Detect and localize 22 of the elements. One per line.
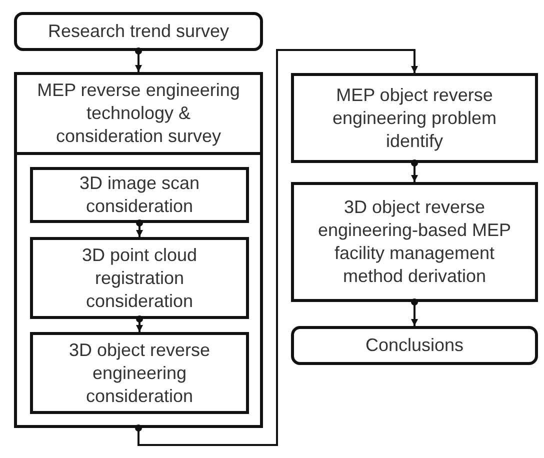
connector-arrow xyxy=(136,316,143,332)
terminal-box xyxy=(291,326,538,365)
terminal-box xyxy=(14,12,263,51)
box-label: Conclusions xyxy=(365,334,464,357)
process-box xyxy=(30,167,249,223)
process-box xyxy=(291,73,538,163)
box-label: MEP object reverse engineering problem identify xyxy=(331,84,498,152)
box-label: 3D object reverse engineering-based MEP facility management method derivation xyxy=(316,196,512,288)
connector-arrow xyxy=(135,49,418,446)
process-box xyxy=(30,237,249,319)
process-box xyxy=(291,182,538,302)
box-label: Research trend survey xyxy=(48,20,230,43)
connector-arrow xyxy=(136,220,143,237)
section-heading: MEP reverse engineering technology & consideration survey xyxy=(17,75,260,155)
box-label: 3D object reverse engineering consideration xyxy=(68,338,212,408)
connector-arrow xyxy=(411,298,418,326)
box-label: 3D image scan consideration xyxy=(78,172,201,218)
connector-arrow xyxy=(135,48,142,72)
process-box xyxy=(30,332,249,414)
connector-arrow xyxy=(411,160,418,182)
group-box xyxy=(14,72,263,428)
box-label: 3D point cloud registration consideration xyxy=(80,244,198,312)
